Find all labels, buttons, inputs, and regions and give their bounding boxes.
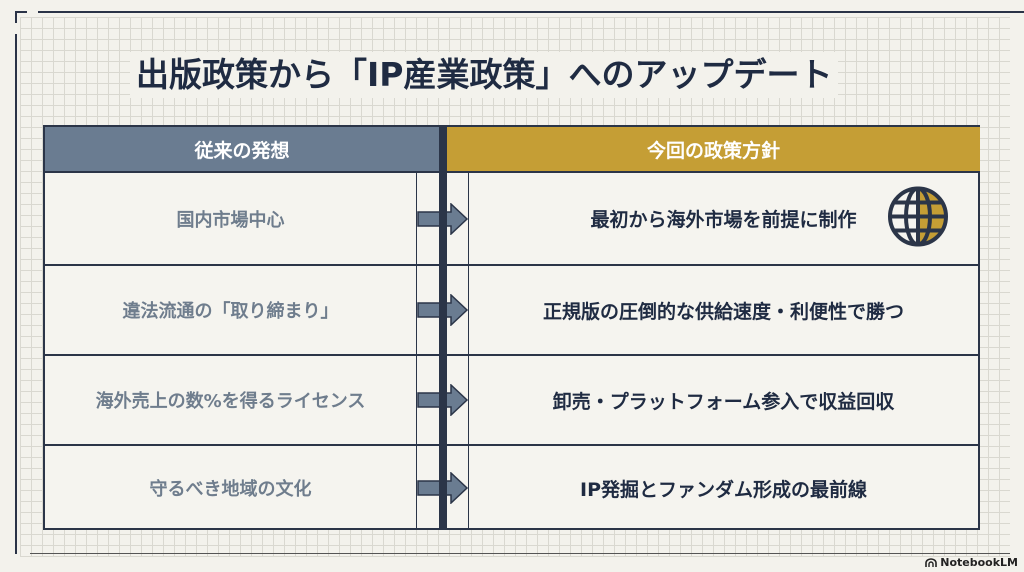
frame-line [30,553,1010,554]
header-before: 従来の発想 [45,127,439,173]
slide-title: 出版政策から「IP産業政策」へのアップデート [130,52,839,98]
table-row: 守るべき地域の文化 IP発掘とファンダム形成の最前線 [45,446,978,530]
after-cell: IP発掘とファンダム形成の最前線 [468,446,978,530]
before-cell: 守るべき地域の文化 [45,446,417,530]
before-cell: 国内市場中心 [45,173,417,264]
after-text: 正規版の圧倒的な供給速度・利便性で勝つ [542,300,904,323]
after-text: 卸売・プラットフォーム参入で収益回収 [552,390,895,413]
globe-icon [886,184,950,253]
watermark-text: NotebookLM [940,556,1018,569]
after-cell: 最初から海外市場を前提に制作 [468,173,978,264]
notebooklm-icon [925,557,938,567]
frame-line [38,11,1024,13]
after-cell: 正規版の圧倒的な供給速度・利便性で勝つ [468,266,978,354]
after-text: 最初から海外市場を前提に制作 [590,209,857,231]
after-cell: 卸売・プラットフォーム参入で収益回収 [468,356,978,444]
table-row: 違法流通の「取り締まり」 正規版の圧倒的な供給速度・利便性で勝つ [45,266,978,356]
table-row: 海外売上の数%を得るライセンス 卸売・プラットフォーム参入で収益回収 [45,356,978,446]
before-cell: 違法流通の「取り締まり」 [45,266,417,354]
divider-bar [439,127,447,530]
frame-corner [15,11,27,23]
frame-line [15,34,17,554]
notebooklm-logo: NotebookLM [925,556,1018,569]
comparison-table: 従来の発想 今回の政策方針 国内市場中心 最初から海外市場を前提に制作違法流通の… [43,125,980,530]
before-cell: 海外売上の数%を得るライセンス [45,356,417,444]
header-after: 今回の政策方針 [447,127,980,173]
table-row: 国内市場中心 最初から海外市場を前提に制作 [45,173,978,266]
after-text: IP発掘とファンダム形成の最前線 [580,478,867,501]
